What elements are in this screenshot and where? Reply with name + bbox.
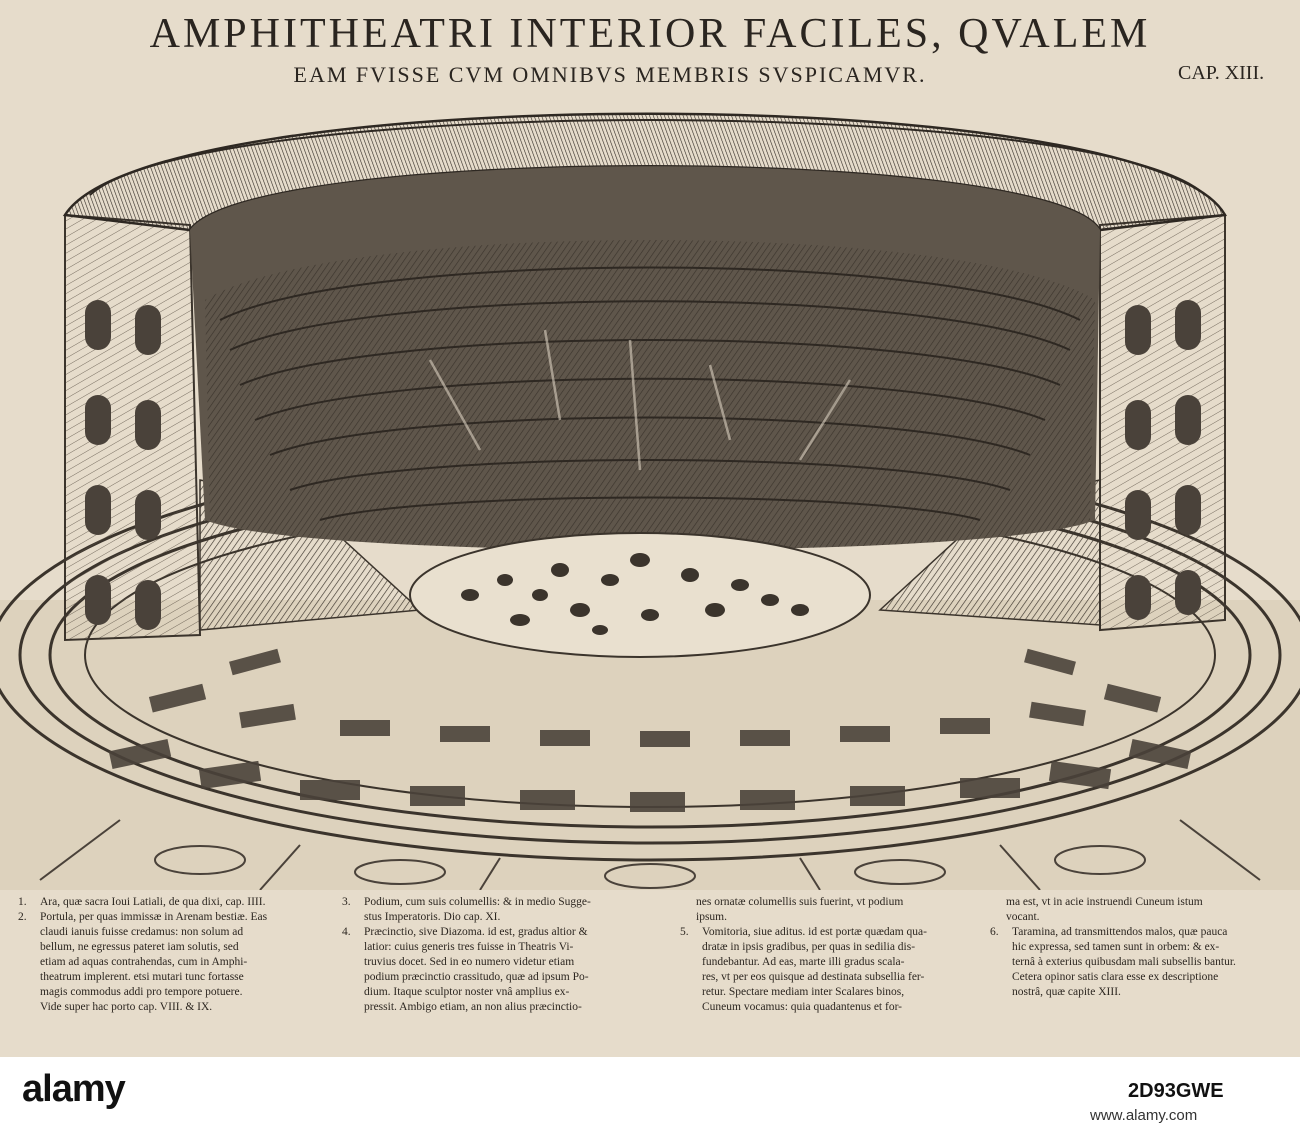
legend-column-1: 1. Ara, quæ sacra Ioui Latiali, de qua d…: [18, 895, 336, 1015]
stock-image-id: 2D93GWE: [1128, 1080, 1224, 1102]
engraving-sheet: AMPHITHEATRI INTERIOR FACILES, QVALEM EA…: [0, 0, 1300, 1057]
legend-item-5: 5. Vomitoria, siue aditus. id est portæ …: [680, 926, 927, 1013]
legend-item-6: 6. Taramina, ad transmittendos malos, qu…: [990, 926, 1236, 998]
legend-item-3: 3. Podium, cum suis columellis: & in med…: [342, 896, 591, 923]
arena-floor: [409, 532, 871, 658]
legend-item-5-continued: ma est, vt in acie instruendi Cuneum ist…: [1006, 896, 1203, 923]
seating-bowl: [190, 166, 1100, 550]
stock-logo: alamy: [22, 1068, 126, 1110]
engraving-title: AMPHITHEATRI INTERIOR FACILES, QVALEM: [149, 11, 1151, 57]
legend-item-1: 1. Ara, quæ sacra Ioui Latiali, de qua d…: [18, 896, 266, 908]
stock-footer: [0, 1057, 1300, 1143]
legend-item-4-continued: nes ornatæ columellis suis fuerint, vt p…: [696, 896, 904, 923]
legend-item-4: 4. Præcinctio, sive Diazoma. id est, gra…: [342, 926, 589, 1013]
stock-url: www.alamy.com: [1090, 1107, 1198, 1124]
legend-item-2: 2. Portula, per quas immissæ in Arenam b…: [18, 911, 268, 1013]
engraving-subtitle: EAM FVISSE CVM OMNIBVS MEMBRIS SVSPICAMV…: [293, 62, 927, 87]
legend-column-3: nes ornatæ columellis suis fuerint, vt p…: [680, 895, 998, 1015]
chapter-label: CAP. XIII.: [1178, 62, 1265, 84]
amphitheatre-illustration: [0, 112, 1300, 890]
legend-column-2: 3. Podium, cum suis columellis: & in med…: [342, 895, 682, 1015]
legend-column-4: ma est, vt in acie instruendi Cuneum ist…: [990, 895, 1290, 1000]
